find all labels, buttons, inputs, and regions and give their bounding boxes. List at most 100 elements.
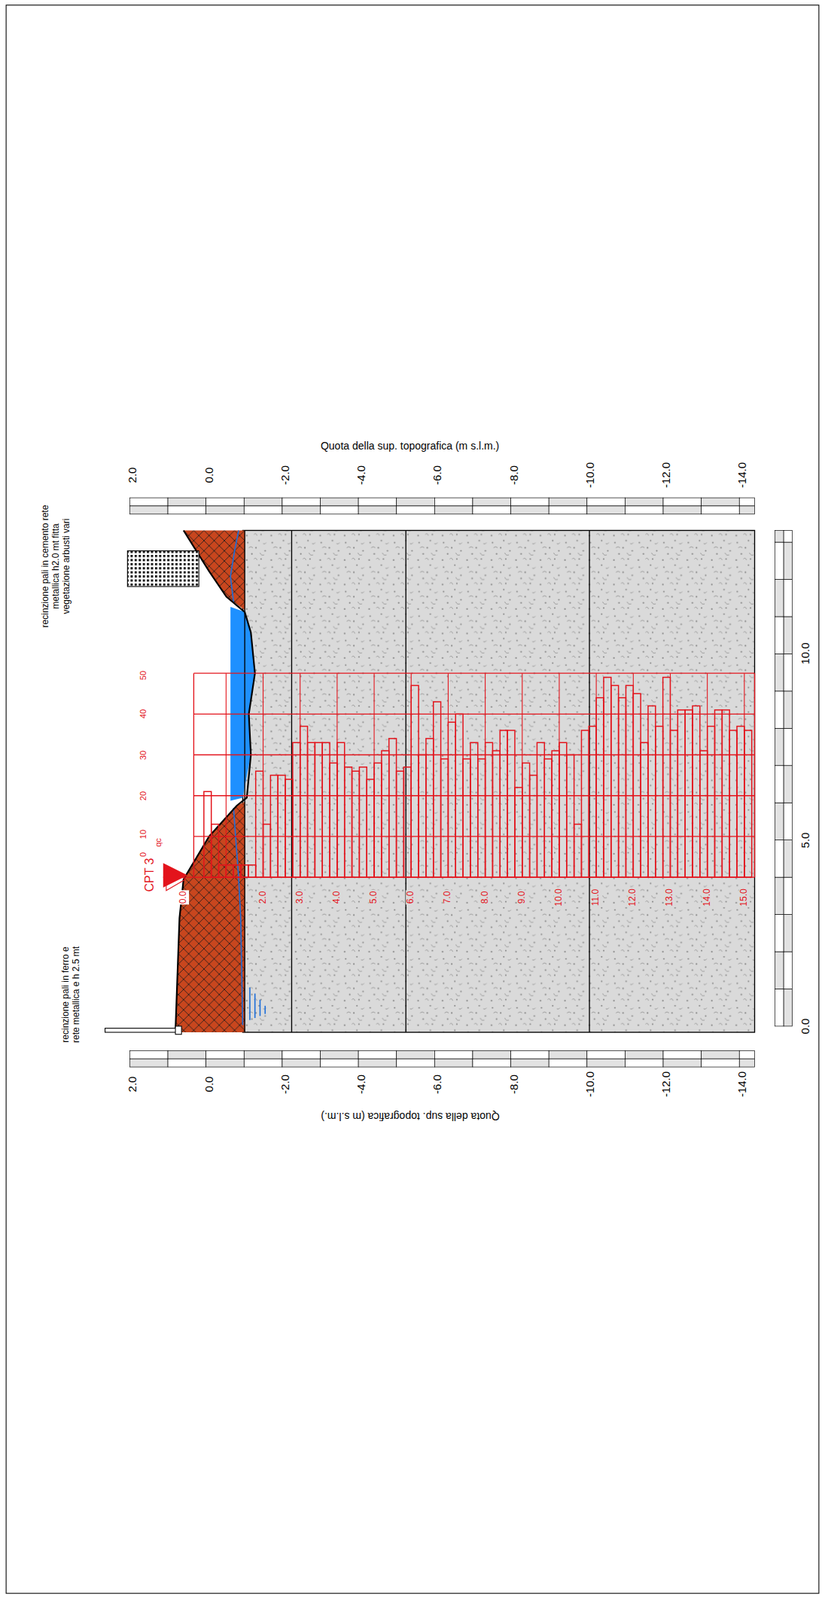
qc-bar (359, 767, 367, 877)
scale-cell (167, 1050, 207, 1059)
scale-cell (358, 1058, 397, 1067)
qc-value: 50 (137, 670, 148, 680)
water-table (233, 807, 243, 1026)
axis-value: -2.0 (278, 1074, 292, 1094)
qc-bar (381, 750, 390, 877)
scale-cell (663, 1058, 702, 1067)
scale-cell (783, 653, 793, 691)
scale-cell (396, 1058, 436, 1067)
depth-value: 7.0 (443, 890, 454, 905)
scale-cell (587, 1050, 626, 1059)
qc-value: 30 (137, 749, 148, 759)
water-table (230, 529, 239, 602)
scale-cell (783, 840, 793, 877)
scale-cell (548, 1050, 588, 1059)
qc-bar (418, 754, 427, 878)
fence-note: recinzione pali in cemento rete metallic… (40, 502, 72, 630)
distance-value: 10.0 (799, 642, 813, 665)
scale-cell (396, 497, 436, 506)
qc-bar (721, 709, 730, 877)
scale-cell (434, 1050, 473, 1059)
distance-scale (775, 529, 793, 1026)
scale-cell (434, 497, 473, 506)
qc-bar (329, 762, 338, 877)
scale-cell (701, 1058, 740, 1067)
qc-bar (736, 726, 745, 878)
qc-bar (441, 758, 449, 877)
scale-cell (775, 579, 785, 617)
qc-bar (611, 684, 619, 877)
qc-bar (559, 742, 567, 877)
scale-cell (783, 529, 793, 542)
qc-bar (455, 713, 463, 877)
scale-cell (775, 727, 785, 765)
depth-value: 10.0 (554, 888, 565, 908)
scale-cell (548, 497, 588, 506)
qc-bar (396, 770, 405, 877)
axis-title: Quota della sup. topografica (m s.l.m.) (320, 439, 500, 452)
cpt-name: CPT 3 (143, 858, 157, 892)
qc-bar (426, 738, 434, 877)
water-symbol (259, 999, 262, 1017)
qc-bar (203, 791, 212, 877)
depth-value: 14.0 (702, 888, 713, 908)
qc-bar (603, 677, 612, 878)
scale-cell (739, 1058, 755, 1067)
qc-bar (499, 730, 508, 877)
qc-bar (263, 824, 271, 877)
qc-bar (536, 742, 545, 877)
qc-bar (640, 742, 649, 877)
qc-bar (352, 770, 360, 877)
scale-cell (129, 497, 168, 506)
axis-value: -2.0 (278, 465, 292, 485)
qc-bar (566, 754, 575, 878)
axis-value: 0.0 (202, 467, 216, 484)
scale-cell (358, 497, 397, 506)
scale-cell (167, 505, 207, 515)
qc-bar (692, 705, 701, 877)
qc-bar (462, 758, 471, 877)
axis-value: -12.0 (659, 1071, 673, 1097)
scale-cell (548, 1058, 588, 1067)
scale-cell (663, 505, 702, 515)
qc-bar (485, 742, 494, 877)
scale-cell (472, 1050, 512, 1059)
scale-cell (472, 505, 512, 515)
scale-cell (624, 1050, 664, 1059)
qc-bar (729, 730, 737, 877)
layer-boundary (291, 529, 293, 1033)
qc-bar (211, 824, 220, 877)
qc-bar (669, 730, 678, 877)
qc-bar (470, 742, 478, 877)
qc-bar (270, 775, 278, 877)
scale-cell (587, 505, 626, 515)
qc-value: 20 (137, 791, 148, 801)
qc-bar (663, 677, 671, 878)
qc-bar (588, 726, 597, 878)
scale-cell (206, 505, 245, 515)
scale-cell (775, 653, 785, 691)
scale-cell (587, 497, 626, 506)
scale-cell (511, 505, 550, 515)
qc-value: 0 (137, 852, 148, 857)
axis-value: -8.0 (507, 1074, 521, 1094)
scale-cell (548, 505, 588, 515)
cpt-marker (166, 867, 186, 891)
scale-cell (783, 616, 793, 654)
scale-cell (396, 1050, 436, 1059)
scale-cell (783, 691, 793, 728)
qc-bar (677, 709, 685, 877)
scale-cell (783, 951, 793, 989)
scale-cell (511, 1050, 550, 1059)
scale-cell (701, 497, 740, 506)
qc-bar (514, 787, 523, 877)
qc-bar (744, 730, 752, 877)
qc-bar (277, 775, 286, 877)
qc-bar (707, 726, 716, 878)
scale-cell (320, 497, 360, 506)
scale-cell (282, 1058, 321, 1067)
qc-bar (684, 709, 693, 877)
scale-cell (783, 765, 793, 803)
qc-value: 10 (137, 829, 148, 839)
